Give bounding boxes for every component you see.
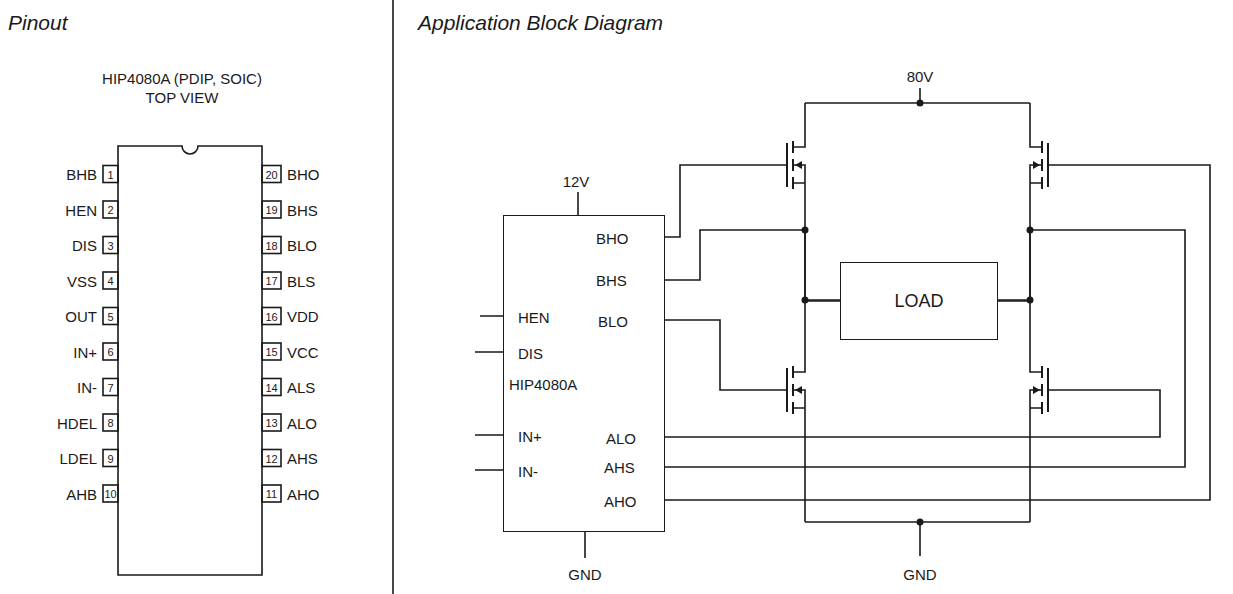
pin-number: 6 bbox=[107, 347, 113, 358]
pin-name: ALS bbox=[287, 380, 315, 395]
ground-label: GND bbox=[903, 567, 936, 582]
wire bbox=[665, 230, 840, 301]
pin-number: 3 bbox=[107, 240, 113, 251]
pin-number: 4 bbox=[107, 276, 113, 287]
node-text: ALO bbox=[606, 431, 636, 446]
gate-wire bbox=[665, 390, 1160, 437]
ic-package bbox=[118, 146, 262, 575]
pin-name: BLO bbox=[287, 238, 317, 253]
mosfet-symbol bbox=[1030, 300, 1048, 522]
pin-number: 2 bbox=[107, 205, 113, 216]
node-text: HIP4080A bbox=[509, 377, 577, 392]
wire bbox=[665, 230, 1185, 467]
mosfet-symbol bbox=[787, 103, 805, 230]
pin-number: 7 bbox=[107, 382, 113, 393]
node-text: HEN bbox=[518, 310, 550, 325]
pin-name: BLS bbox=[287, 273, 315, 288]
pin-name: VCC bbox=[287, 344, 319, 359]
mosfet-symbol bbox=[1030, 103, 1048, 230]
pin-number: 18 bbox=[265, 240, 277, 251]
pin-number: 1 bbox=[107, 169, 113, 180]
driver-ic: BHO BHS HEN BLO DIS HIP4080A IN+ ALO IN- AHS AHO bbox=[503, 215, 665, 532]
voltage-label: 12V bbox=[563, 174, 590, 189]
pin-number: 14 bbox=[265, 382, 277, 393]
pin-name: VDD bbox=[287, 309, 319, 324]
ground-rail bbox=[805, 522, 1030, 556]
view-label: TOP VIEW bbox=[146, 90, 219, 105]
pin-name: HEN bbox=[65, 202, 97, 217]
ground-label: GND bbox=[568, 567, 601, 582]
pin-name: BHB bbox=[66, 167, 97, 182]
pin-number: 15 bbox=[265, 347, 277, 358]
edge-layer bbox=[665, 230, 1185, 467]
junction-dots bbox=[802, 100, 1034, 526]
node-text: LOAD bbox=[894, 292, 943, 310]
pin-name: IN+ bbox=[73, 344, 97, 359]
pin-name: AHS bbox=[287, 451, 318, 466]
pin-number: 10 bbox=[104, 489, 116, 500]
bridge-circuit bbox=[475, 88, 1210, 558]
pin-name: BHS bbox=[287, 202, 318, 217]
package-label: HIP4080A (PDIP, SOIC) bbox=[102, 71, 262, 86]
mosfet-symbol bbox=[787, 300, 805, 522]
pin-number: 17 bbox=[265, 276, 277, 287]
ground-wire bbox=[584, 532, 586, 558]
gate-wire bbox=[665, 165, 787, 237]
gate-wire bbox=[665, 320, 787, 390]
supply-wire bbox=[577, 192, 579, 215]
pin-number: 5 bbox=[107, 311, 113, 322]
gate-wire bbox=[665, 165, 1210, 500]
node-text: IN- bbox=[518, 464, 538, 479]
pin-number: 20 bbox=[265, 169, 277, 180]
node-text: DIS bbox=[518, 346, 543, 361]
pin-name: ALO bbox=[287, 415, 317, 430]
panel-heading: Application Block Diagram bbox=[418, 12, 663, 33]
pin-name: VSS bbox=[67, 273, 97, 288]
pin-name: IN- bbox=[77, 380, 97, 395]
node-text: AHO bbox=[604, 494, 637, 509]
pin-number: 9 bbox=[107, 453, 113, 464]
bridge-leg bbox=[805, 230, 1030, 300]
pin-number: 19 bbox=[265, 205, 277, 216]
node-text: BHS bbox=[596, 273, 627, 288]
node-text: BLO bbox=[598, 314, 628, 329]
node-text: BHO bbox=[596, 231, 629, 246]
pin-name: HDEL bbox=[57, 415, 97, 430]
pin-number: 12 bbox=[265, 453, 277, 464]
pin-number: 13 bbox=[265, 418, 277, 429]
pin-name: AHO bbox=[287, 486, 320, 501]
node-text: IN+ bbox=[518, 429, 542, 444]
pin-number: 8 bbox=[107, 418, 113, 429]
pinout-drawing bbox=[103, 0, 393, 594]
divider bbox=[392, 0, 394, 594]
pin-name: AHB bbox=[66, 486, 97, 501]
pin-name: LDEL bbox=[59, 451, 97, 466]
panel-heading: Pinout bbox=[8, 12, 68, 33]
input-leads bbox=[475, 316, 503, 470]
pin-boxes bbox=[103, 166, 281, 503]
pin-number: 11 bbox=[266, 489, 277, 500]
pin-name: BHO bbox=[287, 167, 320, 182]
pin-name: OUT bbox=[65, 309, 97, 324]
load-box: LOAD bbox=[840, 262, 998, 340]
pin-number: 16 bbox=[265, 311, 277, 322]
pin-name: DIS bbox=[72, 238, 97, 253]
node-text: AHS bbox=[604, 460, 635, 475]
voltage-label: 80V bbox=[907, 69, 934, 84]
